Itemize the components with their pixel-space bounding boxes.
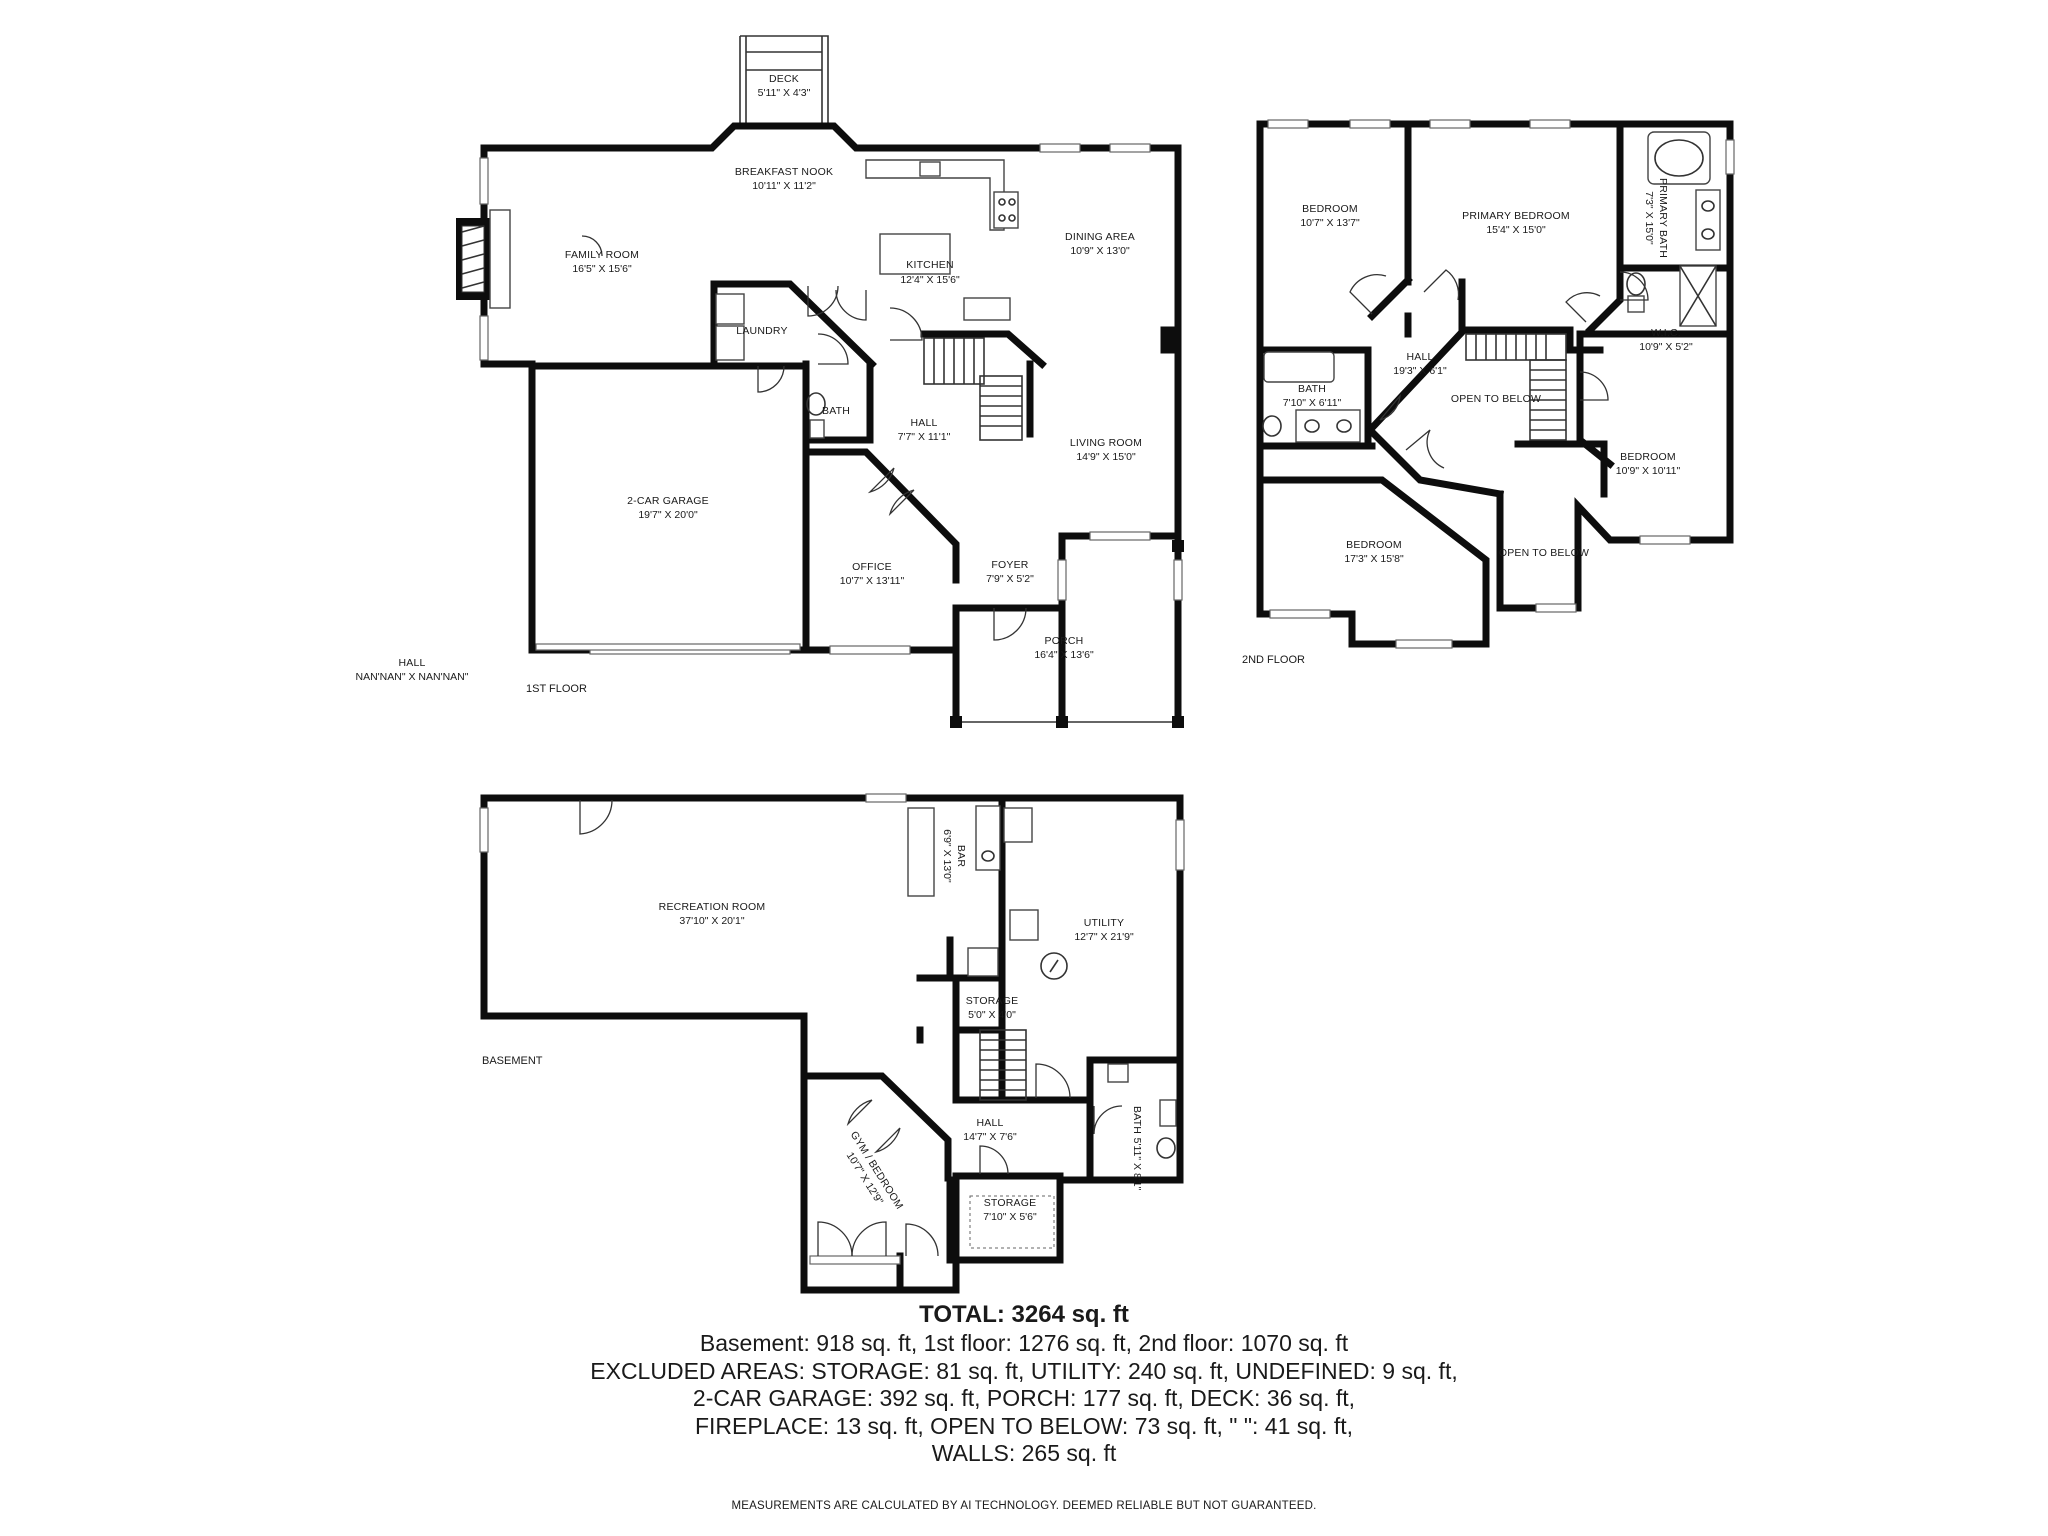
dining-area-dim: 10'9" X 13'0" (1070, 245, 1130, 257)
wic-dim: 10'9" X 5'2" (1639, 341, 1693, 353)
living-room-dim: 14'9" X 15'0" (1076, 451, 1136, 463)
summary-line: 2-CAR GARAGE: 392 sq. ft, PORCH: 177 sq.… (692, 1385, 1356, 1412)
open-below-1-label: OPEN TO BELOW (1451, 393, 1541, 405)
primary-bath-dim: 7'3" X 15'0" (1643, 191, 1655, 245)
primary-bedroom-dim: 15'4" X 15'0" (1486, 224, 1546, 236)
bedroom-c-dim: 17'3" X 15'8" (1344, 553, 1404, 565)
second-floor-doors (1349, 269, 1649, 469)
first-floor-doors (581, 235, 1027, 641)
storage-2-outline (969, 1195, 1055, 1249)
area-summary: TOTAL: 3264 sq. ft Basement: 918 sq. ft,… (0, 1300, 2048, 1468)
bedroom-b-dim: 10'9" X 10'11" (1616, 465, 1681, 477)
basement-windows (479, 793, 1185, 1265)
porch (950, 540, 1184, 728)
first-floor-label: 1ST FLOOR (526, 683, 587, 695)
recreation-dim: 37'10" X 20'1" (679, 915, 744, 927)
summary-line: Basement: 918 sq. ft, 1st floor: 1276 sq… (699, 1330, 1349, 1356)
hall-3-dim: 14'7" X 7'6" (963, 1131, 1017, 1143)
bedroom-c-label: BEDROOM (1346, 539, 1402, 551)
bath-2-label: BATH (1298, 383, 1326, 395)
disclaimer: MEASUREMENTS ARE CALCULATED BY AI TECHNO… (731, 1500, 1317, 1512)
hall-1-label: HALL (910, 417, 937, 429)
bar-label: BAR (955, 845, 967, 867)
porch-dim: 16'4" X 13'6" (1034, 649, 1094, 661)
hall-1-dim: 7'7" X 11'1" (898, 431, 951, 443)
hall-2-dim: 19'3" X 6'1" (1393, 365, 1447, 377)
hall-2-label: HALL (1406, 351, 1433, 363)
open-below-2-label: OPEN TO BELOW (1499, 547, 1589, 559)
bar-fixtures (907, 805, 1068, 980)
second-floor-windows (1267, 119, 1735, 649)
office-dim: 10'7" X 13'11" (840, 575, 905, 587)
recreation-label: RECREATION ROOM (659, 901, 766, 913)
total-area: TOTAL: 3264 sq. ft (919, 1301, 1129, 1328)
fireplace (456, 209, 511, 309)
hall-3-label: HALL (976, 1117, 1003, 1129)
garage-dim: 19'7" X 20'0" (638, 509, 698, 521)
bath-2-fixtures (1262, 351, 1361, 443)
deck-label: DECK (769, 73, 799, 85)
basement-bath-fixtures (1107, 1063, 1177, 1159)
laundry-label: LAUNDRY (736, 325, 787, 337)
basement-labels: RECREATION ROOM 37'10" X 20'1" BAR 6'9" … (482, 829, 1143, 1223)
bar-dim: 6'9" X 13'0" (941, 829, 953, 883)
foyer-dim: 7'9" X 5'2" (986, 573, 1034, 585)
basement-stairs (979, 1029, 1027, 1101)
first-floor-windows (479, 143, 1183, 655)
kitchen-label: KITCHEN (906, 259, 954, 271)
first-floor-stairs (923, 337, 1023, 441)
kitchen-dim: 12'4" X 15'6" (900, 274, 960, 286)
storage-2-dim: 7'10" X 5'6" (983, 1211, 1037, 1223)
storage-1-dim: 5'0" X 4'0" (968, 1009, 1016, 1021)
basement-doors (579, 799, 1123, 1257)
summary-line: WALLS: 265 sq. ft (931, 1440, 1117, 1467)
first-floor-labels: DECK 5'11" X 4'3" BREAKFAST NOOK 10'11" … (356, 73, 1142, 695)
storage-1-label: STORAGE (966, 995, 1019, 1007)
second-floor-label: 2ND FLOOR (1242, 654, 1305, 666)
kitchen-fixtures (865, 159, 1019, 321)
porch-label: PORCH (1045, 635, 1084, 647)
breakfast-nook-label: BREAKFAST NOOK (735, 166, 833, 178)
first-floor-walls (480, 122, 1182, 726)
garage-door (535, 643, 801, 651)
hall-nan-dim: NAN'NAN" X NAN'NAN" (356, 671, 469, 683)
office-label: OFFICE (852, 561, 892, 573)
deck (739, 35, 829, 124)
living-room-label: LIVING ROOM (1070, 437, 1142, 449)
second-floor-labels: BEDROOM 10'7" X 13'7" PRIMARY BEDROOM 15… (1242, 178, 1693, 666)
deck-dim: 5'11" X 4'3" (758, 87, 811, 99)
wic-label: W.I.C. (1651, 327, 1681, 339)
breakfast-nook-dim: 10'11" X 11'2" (752, 180, 816, 192)
second-floor-plan: BEDROOM 10'7" X 13'7" PRIMARY BEDROOM 15… (1242, 119, 1735, 666)
utility-dim: 12'7" X 21'9" (1074, 931, 1134, 943)
second-floor-stairs (1465, 333, 1567, 441)
hall-nan-label: HALL (398, 657, 425, 669)
summary-line: EXCLUDED AREAS: STORAGE: 81 sq. ft, UTIL… (590, 1357, 1458, 1384)
garage-label: 2-CAR GARAGE (627, 495, 709, 507)
primary-bath-label: PRIMARY BATH (1657, 178, 1669, 258)
bath-3-dim: 5'11" X 8'1" (1131, 1138, 1143, 1191)
family-room-dim: 16'5" X 15'6" (572, 263, 632, 275)
bedroom-b-label: BEDROOM (1620, 451, 1676, 463)
bath-3-label: BATH (1131, 1106, 1143, 1134)
bedroom-a-dim: 10'7" X 13'7" (1300, 217, 1360, 229)
storage-2-label: STORAGE (984, 1197, 1037, 1209)
basement-plan: RECREATION ROOM 37'10" X 20'1" BAR 6'9" … (479, 793, 1185, 1294)
family-room-label: FAMILY ROOM (565, 249, 639, 261)
summary-line: FIREPLACE: 13 sq. ft, OPEN TO BELOW: 73 … (694, 1412, 1354, 1439)
primary-bath-fixtures (1626, 131, 1721, 327)
first-floor-plan: DECK 5'11" X 4'3" BREAKFAST NOOK 10'11" … (356, 35, 1184, 728)
bath-2-dim: 7'10" X 6'11" (1283, 397, 1342, 409)
laundry-bath-fixtures (715, 293, 826, 439)
utility-label: UTILITY (1084, 917, 1125, 929)
bath-1-label: BATH (822, 405, 850, 417)
foyer-label: FOYER (991, 559, 1028, 571)
basement-label: BASEMENT (482, 1055, 543, 1067)
bedroom-a-label: BEDROOM (1302, 203, 1358, 215)
dining-area-label: DINING AREA (1065, 231, 1135, 243)
basement-walls (480, 794, 1184, 1294)
primary-bedroom-label: PRIMARY BEDROOM (1462, 210, 1570, 222)
